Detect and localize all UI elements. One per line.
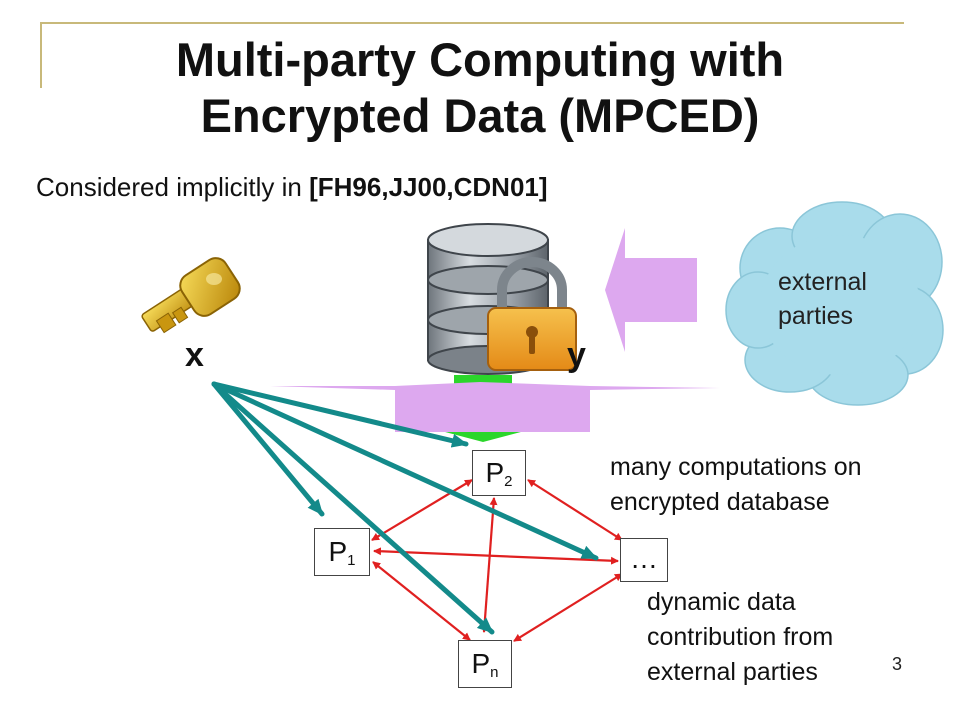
cloud-label-line-2: parties bbox=[778, 302, 854, 330]
party-node-p1: P1 bbox=[314, 528, 370, 576]
link-p2-pn bbox=[480, 497, 498, 633]
pn-subscript: n bbox=[490, 664, 499, 681]
link-dots-pn bbox=[513, 573, 623, 642]
party-links bbox=[371, 479, 623, 642]
link-p2-dots bbox=[527, 479, 623, 541]
note-dynamic: dynamic data contribution from external … bbox=[647, 585, 833, 690]
padlock-icon bbox=[487, 257, 577, 371]
key-variable-label: x bbox=[185, 336, 204, 374]
note-dynamic-line-3: external parties bbox=[647, 658, 818, 686]
p1-base: P bbox=[328, 536, 348, 567]
note-computations-line-2: encrypted database bbox=[610, 488, 830, 516]
title-line-1: Multi-party Computing with bbox=[175, 33, 785, 86]
key-to-dots-arrow bbox=[211, 381, 599, 561]
key-to-p1-arrow bbox=[211, 381, 325, 517]
database-variable-label: y bbox=[567, 336, 586, 374]
subtitle-references: [FH96,JJ00,CDN01] bbox=[309, 172, 548, 202]
note-computations-line-1: many computations on bbox=[610, 453, 862, 481]
accent-line-vertical bbox=[40, 22, 42, 88]
cloud-label-line-1: external bbox=[778, 268, 867, 296]
cloud-icon bbox=[725, 201, 944, 406]
party-node-ellipsis: … bbox=[620, 538, 668, 582]
party-node-pn: Pn bbox=[458, 640, 512, 688]
inbound-data-arrow bbox=[605, 228, 697, 352]
note-computations: many computations on encrypted database bbox=[610, 450, 862, 520]
slide-title: Multi-party Computing with Encrypted Dat… bbox=[0, 32, 960, 144]
broadcast-arrow bbox=[270, 382, 720, 432]
note-dynamic-line-1: dynamic data bbox=[647, 588, 796, 616]
party-node-p2: P2 bbox=[472, 450, 526, 496]
title-line-2: Encrypted Data (MPCED) bbox=[200, 89, 760, 142]
accent-line-horizontal bbox=[40, 22, 904, 24]
pn-base: P bbox=[471, 648, 491, 679]
cloud-label: external parties bbox=[778, 265, 867, 333]
link-p1-pn bbox=[372, 561, 471, 641]
key-icon bbox=[141, 257, 241, 334]
link-p1-p2 bbox=[371, 479, 473, 541]
subtitle-prefix: Considered implicitly in bbox=[36, 172, 310, 202]
key-to-pn-arrow bbox=[211, 381, 495, 635]
p2-subscript: 2 bbox=[504, 473, 513, 490]
note-dynamic-line-2: contribution from bbox=[647, 623, 834, 651]
subtitle: Considered implicitly in [FH96,JJ00,CDN0… bbox=[36, 172, 548, 203]
key-to-p2-arrow bbox=[211, 381, 469, 448]
key-distribution-arrows bbox=[211, 381, 599, 635]
page-number: 3 bbox=[891, 654, 902, 674]
p1-subscript: 1 bbox=[347, 552, 356, 569]
p2-base: P bbox=[485, 457, 505, 488]
